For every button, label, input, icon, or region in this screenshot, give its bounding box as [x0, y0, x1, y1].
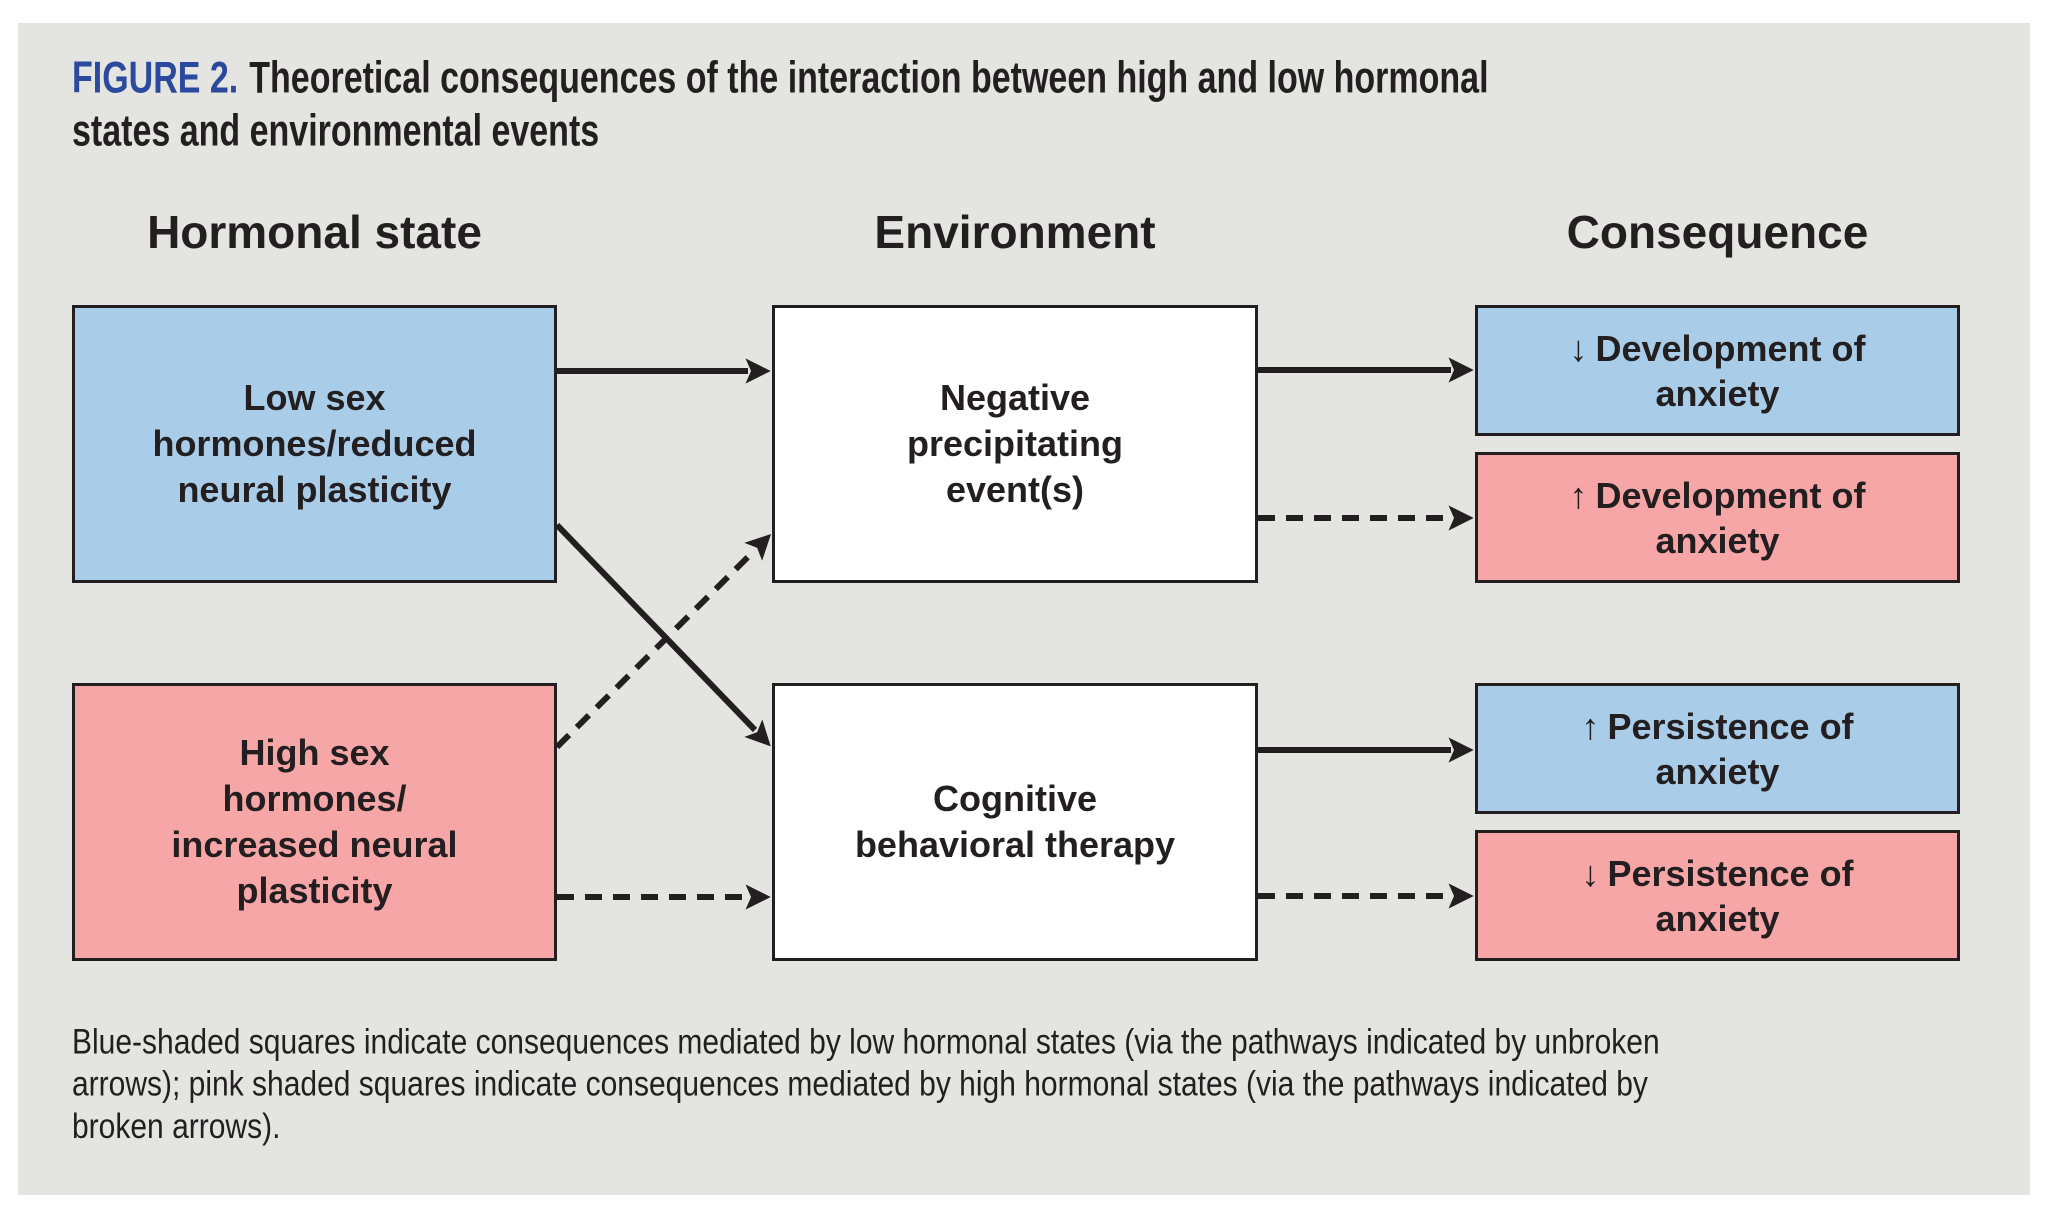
box-neg-line3: event(s) [945, 469, 1085, 510]
up-arrow-icon: ↑ [1581, 705, 1600, 747]
consequence-text: Development of [1595, 474, 1866, 516]
box-neg-line2: precipitating [906, 423, 1124, 464]
consequence-text: Persistence of [1607, 852, 1854, 894]
column-header-consequence: Consequence [1566, 206, 1869, 258]
consequence-line1: ↓Persistence of [1581, 851, 1853, 896]
column-header-environment: Environment [874, 206, 1156, 258]
box-high-line1: High sex [239, 732, 390, 773]
box-increased-development-of-anxiety: ↑Development of anxiety [1475, 452, 1960, 583]
box-high-sex-hormones: High sex hormones/ increased neural plas… [72, 683, 557, 961]
box-negative-precipitating-events: Negative precipitating event(s) [772, 305, 1258, 583]
consequence-text: Development of [1595, 327, 1866, 369]
consequence-line2: anxiety [1655, 519, 1780, 561]
consequence-line2: anxiety [1655, 897, 1780, 939]
box-low-sex-hormones: Low sex hormones/reduced neural plastici… [72, 305, 557, 583]
caption-line3: broken arrows). [72, 1107, 281, 1147]
column-header-hormonal-state: Hormonal state [147, 206, 482, 258]
figure-panel [18, 23, 2030, 1195]
caption-line1: Blue-shaded squares indicate consequence… [72, 1023, 1660, 1062]
box-high-line3: increased neural [171, 824, 458, 865]
box-cognitive-behavioral-therapy: Cognitive behavioral therapy [772, 683, 1258, 961]
consequence-line1: ↑Persistence of [1581, 704, 1853, 749]
box-high-line4: plasticity [236, 870, 393, 911]
consequence-line1: ↑Development of [1569, 473, 1865, 518]
box-low-line1: Low sex [243, 377, 386, 418]
figure-title-line2: states and environmental events [72, 106, 600, 156]
consequence-line2: anxiety [1655, 372, 1780, 414]
consequence-text: Persistence of [1607, 705, 1854, 747]
box-cbt-line2: behavioral therapy [854, 824, 1176, 865]
box-increased-persistence-of-anxiety: ↑Persistence of anxiety [1475, 683, 1960, 814]
down-arrow-icon: ↓ [1569, 327, 1588, 369]
consequence-line2: anxiety [1655, 750, 1780, 792]
box-low-line3: neural plasticity [177, 469, 452, 510]
up-arrow-icon: ↑ [1569, 474, 1588, 516]
down-arrow-icon: ↓ [1581, 852, 1600, 894]
figure-title: FIGURE 2.Theoretical consequences of the… [72, 52, 1489, 159]
figure-title-line1-text: Theoretical consequences of the interact… [249, 53, 1489, 103]
caption-line2: arrows); pink shaded squares indicate co… [72, 1065, 1648, 1104]
box-cbt-line1: Cognitive [932, 778, 1097, 819]
box-neg-line1: Negative [939, 377, 1091, 418]
box-low-line2: hormones/reduced [152, 423, 477, 464]
figure-caption: Blue-shaded squares indicate consequence… [72, 1022, 1660, 1148]
figure-label: FIGURE 2. [72, 53, 239, 103]
box-decreased-persistence-of-anxiety: ↓Persistence of anxiety [1475, 830, 1960, 961]
consequence-line1: ↓Development of [1569, 326, 1865, 371]
box-high-line2: hormones/ [222, 778, 407, 819]
figure-title-line1: FIGURE 2.Theoretical consequences of the… [72, 52, 1489, 105]
box-decreased-development-of-anxiety: ↓Development of anxiety [1475, 305, 1960, 436]
